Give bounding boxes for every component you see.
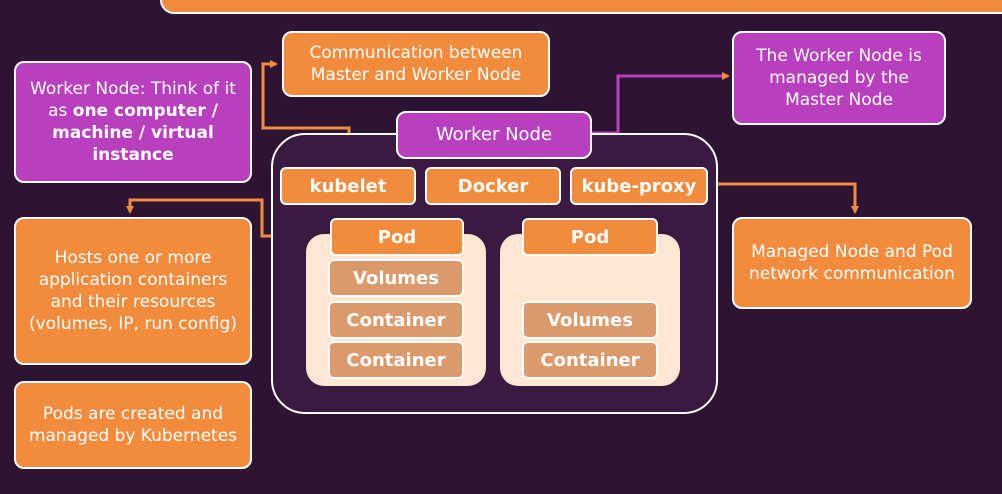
pods-created-note-text: Pods are created and managed by Kubernet… <box>28 404 238 446</box>
managed-by-master-text: The Worker Node is managed by the Master… <box>756 46 922 110</box>
kube-proxy-network-connector <box>708 182 859 214</box>
managed-by-master-note: The Worker Node is managed by the Master… <box>732 31 946 125</box>
hosts-note: Hosts one or more application containers… <box>14 217 252 365</box>
worker-node-title-text: Worker Node <box>435 124 553 145</box>
worker-node-note-text: Worker Node: Think of it as <box>30 79 236 121</box>
worker-node-title: Worker Node <box>396 111 592 159</box>
network-note-text: Managed Node and Pod network communicati… <box>749 242 955 284</box>
worker-node-note-bold: one computer / machine / virtual instanc… <box>52 101 218 165</box>
pod-1-volumes: Volumes <box>328 259 464 297</box>
communication-note: Communication between Master and Worker … <box>282 31 550 97</box>
pod-1-container-1: Container <box>328 301 464 339</box>
pod-label-2: Pod <box>522 218 658 256</box>
pod-1-container-2: Container <box>328 341 464 379</box>
communication-note-text: Communication between Master and Worker … <box>309 43 523 85</box>
hosts-note-text: Hosts one or more application containers… <box>29 248 237 334</box>
worker-node-managed-connector <box>592 72 730 135</box>
pod-2-volumes: Volumes <box>522 301 658 339</box>
network-note: Managed Node and Pod network communicati… <box>732 217 972 309</box>
kubelet-component: kubelet <box>280 167 416 205</box>
worker-node-note: Worker Node: Think of it as one computer… <box>14 61 252 183</box>
pods-created-note: Pods are created and managed by Kubernet… <box>14 381 252 469</box>
pod-label-1: Pod <box>330 218 464 256</box>
top-banner <box>160 0 1002 14</box>
kube-proxy-component: kube-proxy <box>570 167 708 205</box>
docker-component: Docker <box>425 167 561 205</box>
pod-2-container-1: Container <box>522 341 658 379</box>
